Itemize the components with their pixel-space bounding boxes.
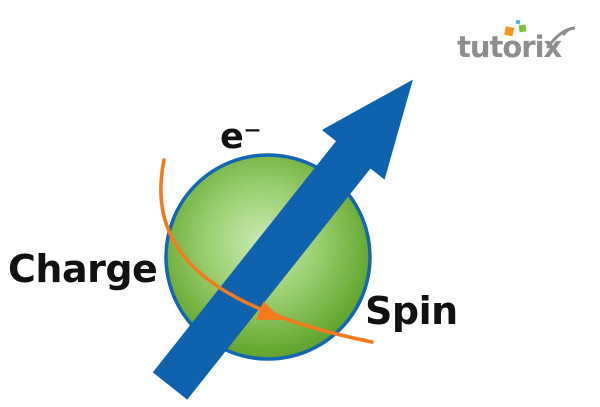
logo-dot-blue — [515, 20, 521, 25]
logo-text: tutorix — [457, 30, 562, 64]
electron-label: e⁻ — [220, 117, 262, 157]
tutorix-logo: tutorix — [456, 16, 586, 66]
charge-label: Charge — [8, 247, 158, 291]
spin-arc-arrowhead — [255, 301, 283, 320]
logo-x-flourish-icon — [546, 26, 576, 49]
spin-axis-arrow — [152, 79, 413, 400]
spin-label: Spin — [365, 289, 458, 333]
logo-dot-green — [518, 24, 527, 33]
logo-dot-orange — [504, 26, 515, 37]
spin-direction-arc — [159, 158, 374, 344]
logo-dots — [504, 20, 527, 37]
